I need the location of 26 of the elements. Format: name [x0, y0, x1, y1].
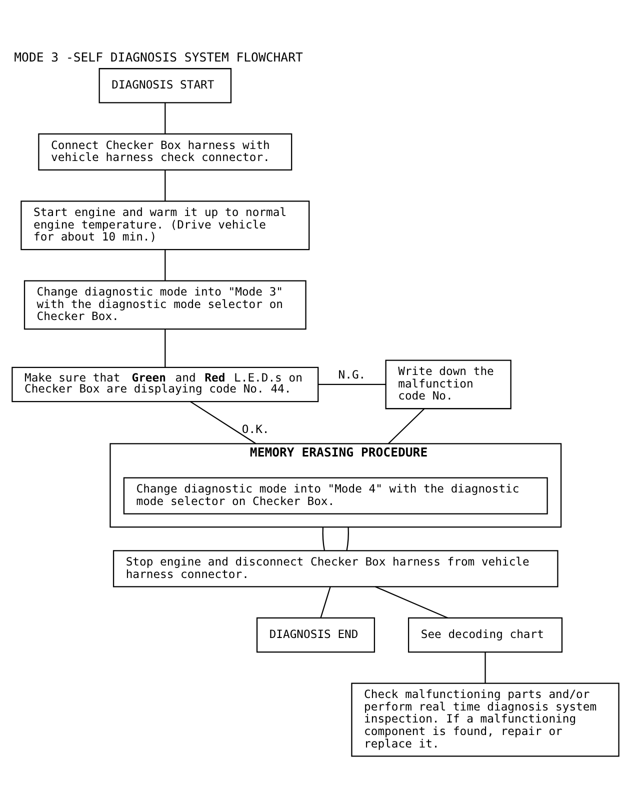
- connector: [164, 249, 166, 280]
- node-box: Write down the malfunction code No.: [385, 359, 512, 409]
- node-box: DIAGNOSIS END: [256, 616, 376, 652]
- connector: [375, 586, 448, 618]
- connector: [346, 526, 349, 550]
- node-box: Stop engine and disconnect Checker Box harness from vehicle harness connector.: [112, 550, 558, 587]
- node-box: See decoding chart: [408, 616, 563, 652]
- node-box: Change diagnostic mode into "Mode 3" with the diagnostic mode selector on Checker Box.: [24, 280, 306, 330]
- connector: [322, 526, 326, 550]
- node-box: Start engine and warm it up to normal engine temperature. (Drive vehicle for about 10 min.): [20, 200, 310, 250]
- connector: [164, 102, 166, 134]
- connector: [320, 586, 331, 618]
- connector: [164, 170, 166, 201]
- connector: [318, 383, 386, 385]
- node-box: Check malfunctioning parts and/or perform real time diagnosis system inspection. If a malfunctioning component is found, repair or replace it.: [351, 682, 620, 756]
- node-box: DIAGNOSIS START: [98, 68, 232, 103]
- connector: [484, 652, 486, 683]
- connector: [164, 328, 166, 367]
- node-box: Change diagnostic mode into "Mode 4" with the diagnostic mode selector on Checker Box.: [123, 476, 548, 514]
- edge-label: N.G.: [338, 366, 366, 381]
- connector: [190, 400, 256, 444]
- node-box: Connect Checker Box harness with vehicle harness check connector.: [38, 132, 292, 170]
- connector: [388, 408, 425, 444]
- node-box: Make sure that Green and Red L.E.D.s on Checker Box are displaying code No. 44.: [12, 366, 319, 402]
- diagram-title: MODE 3 -SELF DIAGNOSIS SYSTEM FLOWCHART: [14, 50, 303, 64]
- edge-label: O.K.: [242, 421, 270, 436]
